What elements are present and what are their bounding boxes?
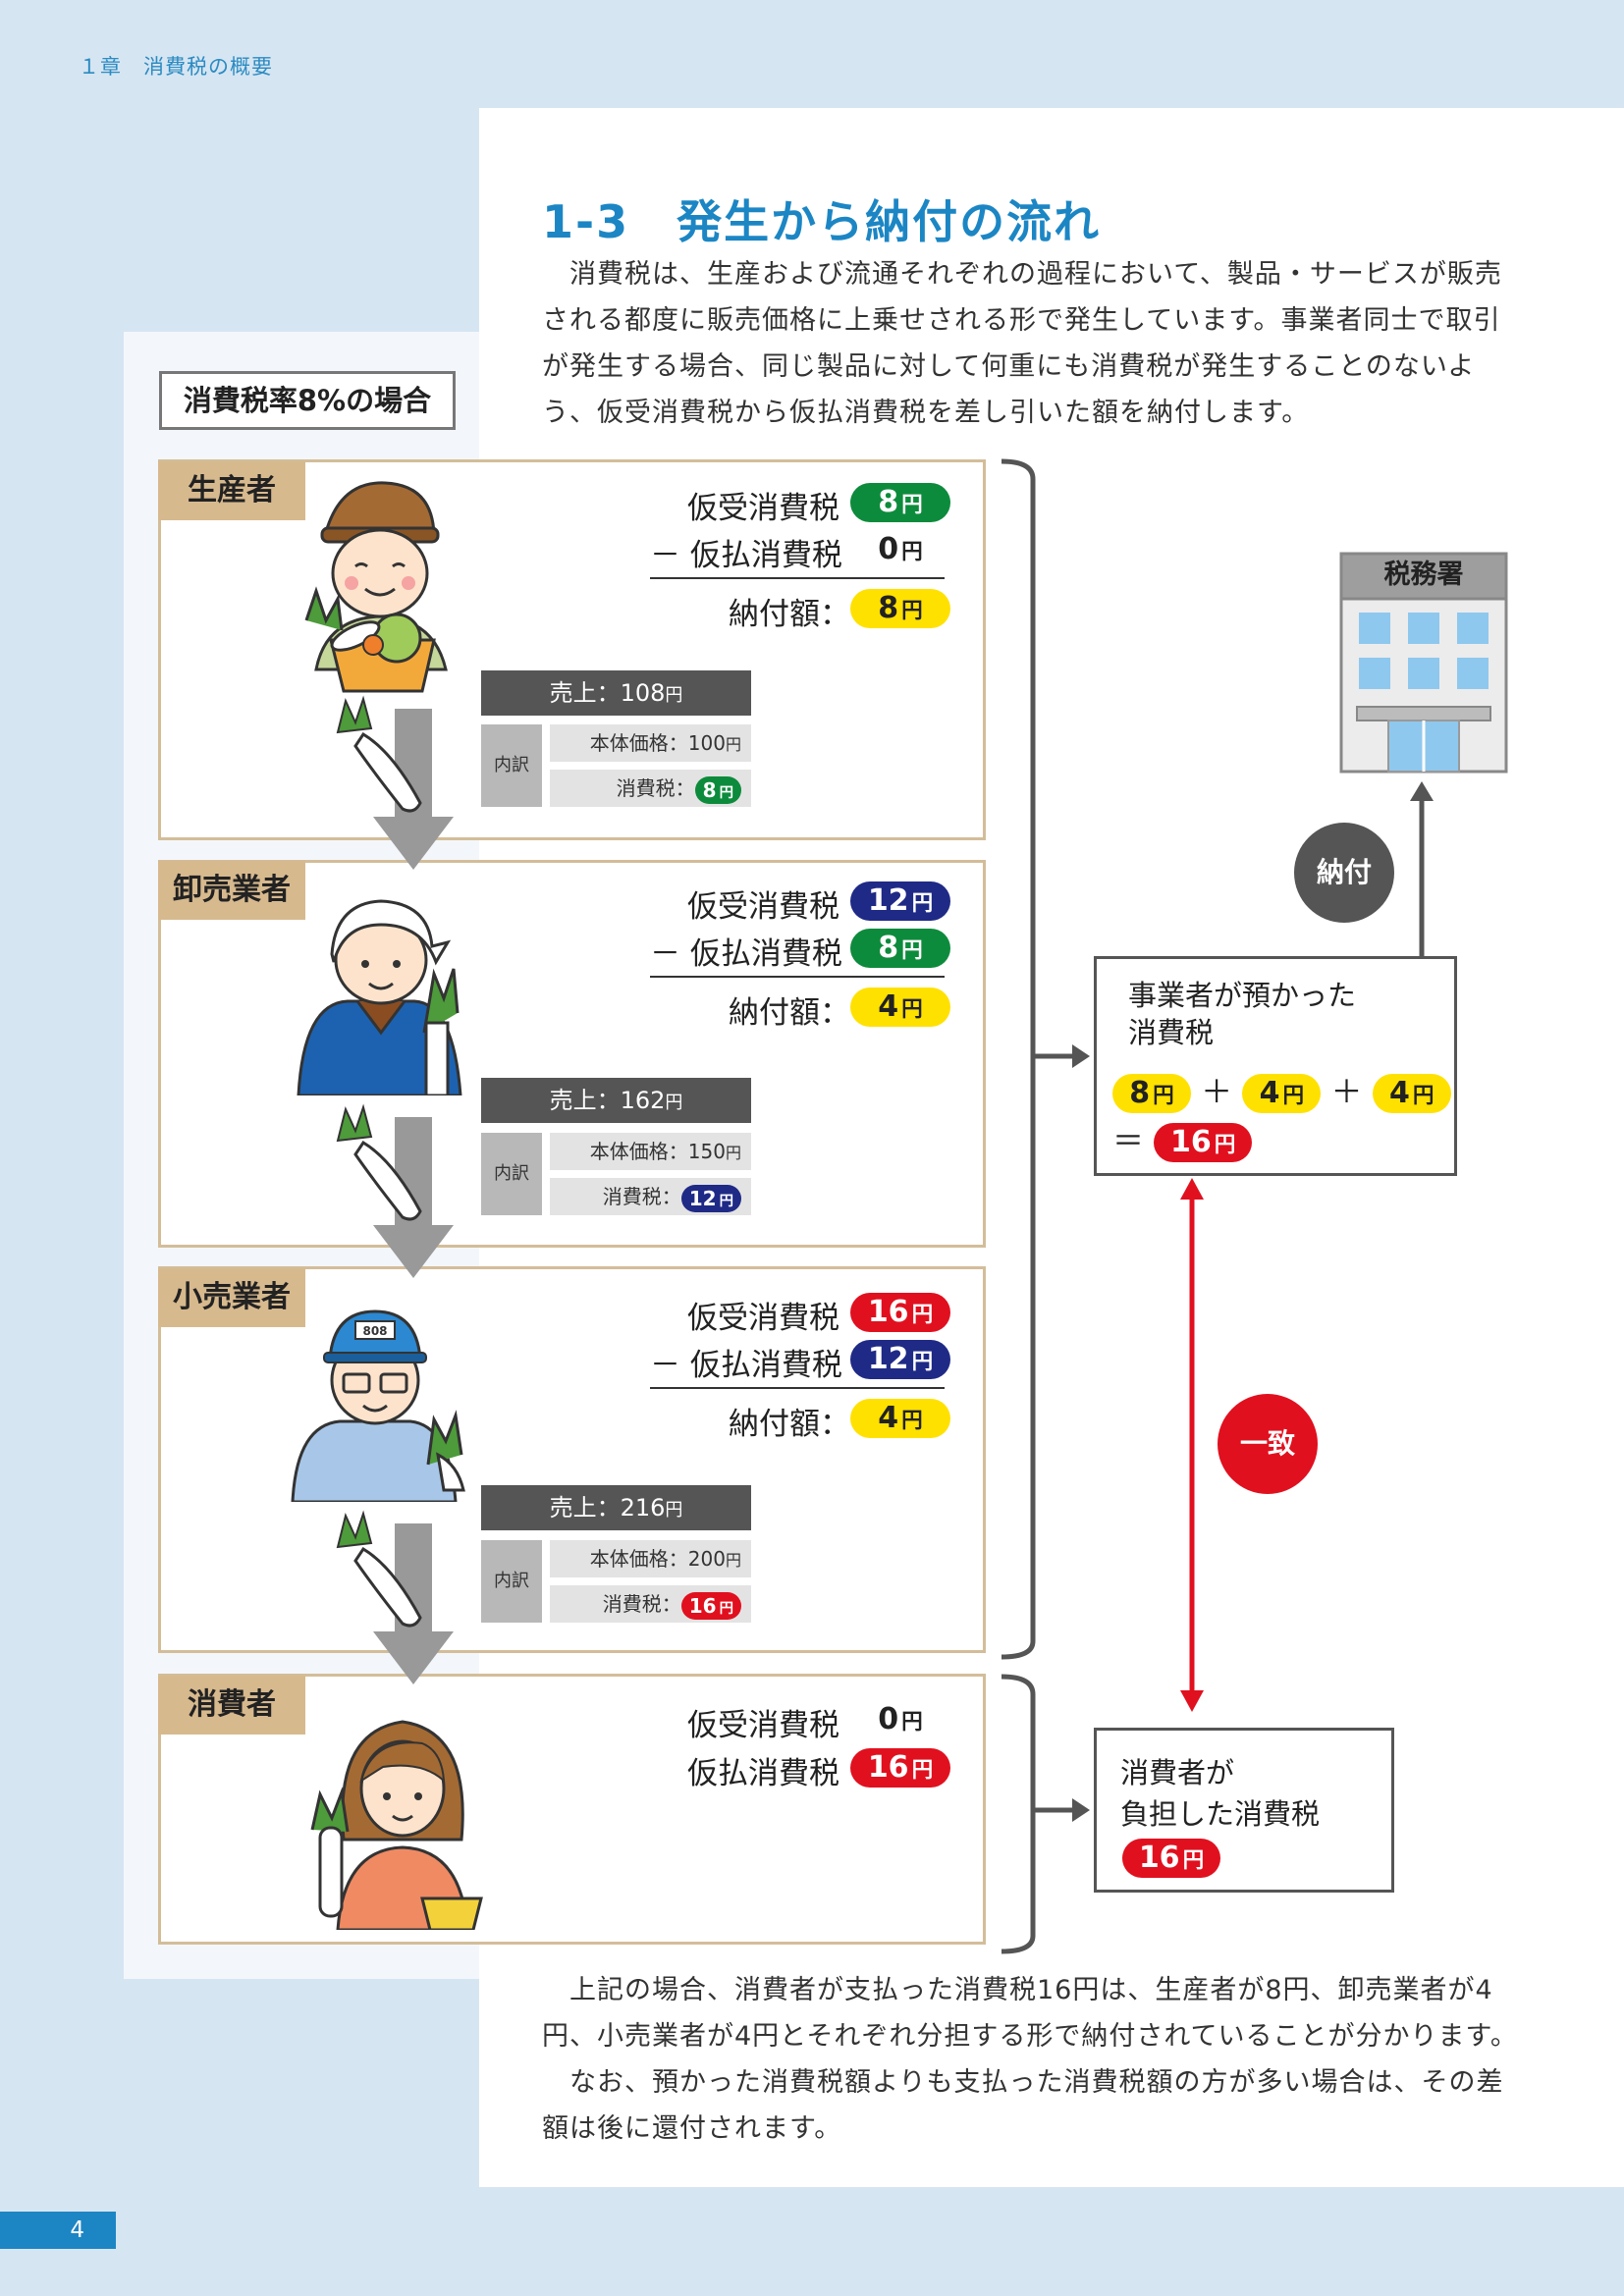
- stage-tag-consumer: 消費者: [158, 1676, 305, 1735]
- intro-paragraph: 消費税は、生産および流通それぞれの過程において、製品・サービスが販売される都度に…: [542, 259, 1502, 428]
- down-arrow-2: [336, 1103, 454, 1278]
- producer-sales-header: 売上：108円: [481, 670, 751, 716]
- consumer-received-label: 仮受消費税: [687, 1708, 839, 1743]
- wholesaler-divider: [650, 976, 945, 978]
- wholesaler-illustration: [297, 899, 462, 1095]
- wholesaler-payment-label: 納付額：: [729, 995, 850, 1031]
- retailer-illustration: 808: [291, 1309, 465, 1502]
- wholesaler-base-price: 本体価格：150円: [550, 1133, 751, 1170]
- consumer-box-title: 消費者が 負担した消費税: [1120, 1756, 1321, 1831]
- producer-breakdown-label: 内訳: [481, 724, 542, 807]
- consumer-paid-label: 仮払消費税: [687, 1756, 839, 1791]
- case-label: 消費税率8%の場合: [159, 371, 456, 430]
- down-arrow-3: [336, 1510, 454, 1684]
- producer-payment-label: 納付額：: [729, 597, 850, 632]
- section-title: 1-3 発生から納付の流れ: [542, 195, 1102, 248]
- retailer-payment-label: 納付額：: [729, 1407, 850, 1442]
- stage-tag-retailer: 小売業者: [158, 1268, 305, 1327]
- tax-office-building-icon: [1339, 552, 1508, 774]
- flow-connectors: [1001, 458, 1434, 1954]
- retailer-sales-header: 売上：216円: [481, 1485, 751, 1530]
- retailer-paid-label: － 仮払消費税: [650, 1348, 842, 1383]
- pay-badge: 納付: [1294, 823, 1394, 923]
- stage-tag-producer: 生産者: [158, 461, 305, 520]
- stage-box-consumer: [158, 1674, 986, 1945]
- wholesaler-received-label: 仮受消費税: [687, 889, 839, 925]
- page-number: 4: [0, 2212, 116, 2249]
- cap-number: 808: [362, 1324, 387, 1338]
- wholesaler-paid-label: － 仮払消費税: [650, 936, 842, 972]
- consumer-illustration: [310, 1720, 483, 1930]
- farmer-illustration: [304, 481, 448, 693]
- retailer-breakdown-label: 内訳: [481, 1540, 542, 1623]
- down-arrow-1: [336, 695, 454, 870]
- business-box-title: 事業者が預かった 消費税: [1128, 979, 1357, 1049]
- retailer-divider: [650, 1387, 945, 1389]
- stage-tag-wholesaler: 卸売業者: [158, 861, 305, 920]
- producer-divider: [650, 577, 945, 579]
- chapter-header: １章 消費税の概要: [79, 55, 273, 79]
- retailer-received-label: 仮受消費税: [687, 1301, 839, 1336]
- wholesaler-breakdown-label: 内訳: [481, 1133, 542, 1215]
- producer-paid-label: － 仮払消費税: [650, 538, 842, 573]
- match-badge: 一致: [1218, 1394, 1318, 1494]
- outro-paragraph: 上記の場合、消費者が支払った消費税16円は、生産者が8円、卸売業者が4円、小売業…: [542, 1975, 1518, 2144]
- retailer-base-price: 本体価格：200円: [550, 1540, 751, 1577]
- producer-base-price: 本体価格：100円: [550, 724, 751, 762]
- producer-received-label: 仮受消費税: [687, 491, 839, 526]
- wholesaler-sales-header: 売上：162円: [481, 1078, 751, 1123]
- tax-office-label: 税務署: [1383, 560, 1464, 590]
